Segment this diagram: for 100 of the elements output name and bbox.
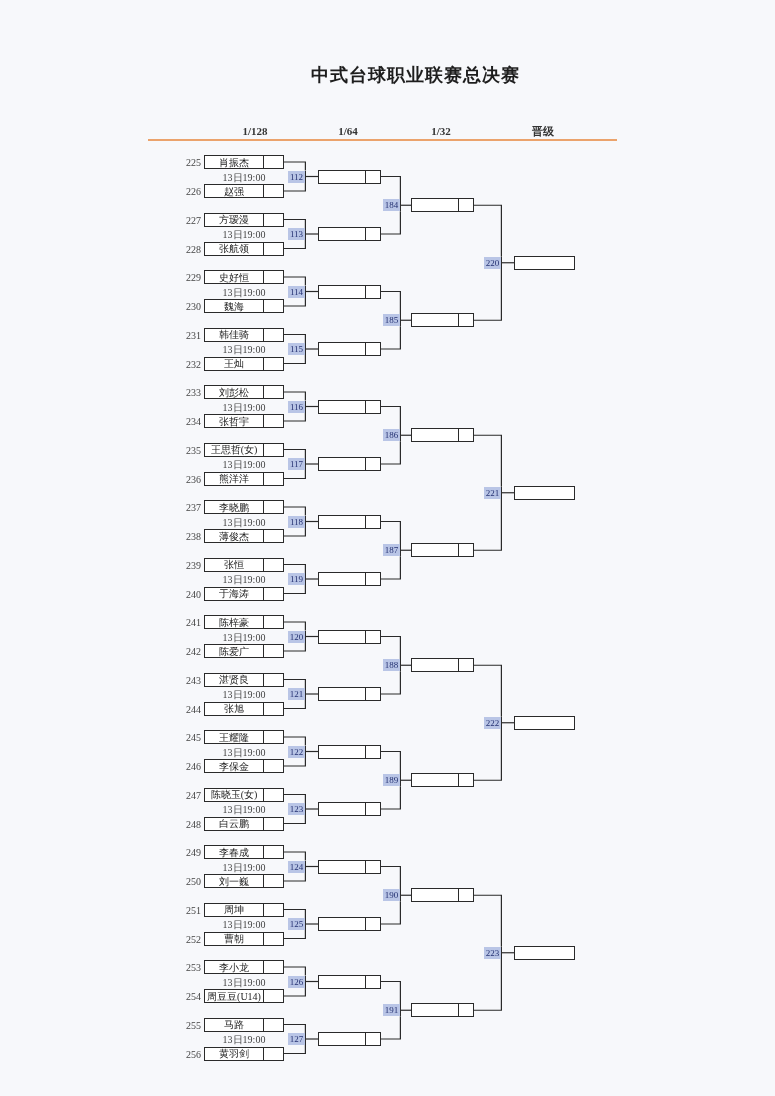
match-time: 13日19:00 bbox=[222, 343, 266, 355]
match-number: 191 bbox=[383, 1004, 401, 1017]
player-box bbox=[204, 960, 284, 974]
bracket-line bbox=[305, 923, 319, 925]
bracket-line bbox=[305, 693, 319, 695]
match-number: 123 bbox=[288, 803, 306, 815]
bracket-line bbox=[380, 670, 401, 695]
bracket-line bbox=[380, 555, 401, 580]
bracket-line bbox=[283, 506, 306, 517]
match-number: 127 bbox=[288, 1033, 306, 1045]
match-number: 122 bbox=[288, 745, 306, 758]
match-number: 124 bbox=[288, 860, 306, 873]
seed-number: 242 bbox=[186, 645, 201, 657]
player-box bbox=[204, 385, 284, 399]
bracket-line bbox=[380, 900, 401, 925]
seed-number: 227 bbox=[186, 214, 201, 225]
player-box bbox=[204, 1046, 284, 1061]
bracket-slot bbox=[514, 485, 575, 500]
bracket-line bbox=[283, 908, 306, 919]
match-time: 13日19:00 bbox=[222, 458, 266, 470]
player-box bbox=[204, 586, 284, 601]
match-time: 13日19:00 bbox=[222, 746, 266, 757]
player-name: 周坤 bbox=[224, 904, 244, 915]
bracket-slot bbox=[411, 658, 474, 673]
seed-number: 250 bbox=[186, 875, 201, 887]
bracket-line bbox=[283, 239, 306, 250]
player-name: 肖振杰 bbox=[219, 156, 249, 168]
player-name: 于海涛 bbox=[219, 588, 249, 599]
bracket-line bbox=[283, 448, 306, 459]
bracket-line bbox=[380, 175, 401, 200]
player-name: 方瑷漫 bbox=[219, 214, 249, 225]
bracket-slot bbox=[318, 342, 381, 356]
player-box bbox=[204, 155, 284, 169]
bracket-slot bbox=[318, 514, 381, 529]
match-number: 223 bbox=[484, 946, 502, 959]
bracket-line bbox=[473, 894, 502, 948]
bracket-line bbox=[305, 233, 319, 235]
player-box bbox=[204, 184, 284, 198]
match-number: 222 bbox=[484, 716, 502, 729]
player-name: 白云鹏 bbox=[219, 818, 249, 829]
bracket-line bbox=[380, 785, 401, 810]
player-box bbox=[204, 787, 284, 802]
player-name: 刘一巍 bbox=[219, 875, 249, 887]
player-box bbox=[204, 299, 284, 313]
player-name: 张航领 bbox=[219, 243, 249, 254]
player-name: 陈晓玉(女) bbox=[210, 789, 258, 800]
player-box bbox=[204, 356, 284, 371]
bracket-slot bbox=[318, 859, 381, 874]
player-name: 魏海 bbox=[224, 300, 244, 312]
bracket-line bbox=[473, 728, 502, 781]
bracket-line bbox=[283, 736, 306, 747]
bracket-slot bbox=[318, 457, 381, 471]
bracket-line bbox=[283, 354, 306, 365]
bracket-slot bbox=[318, 169, 381, 184]
player-box bbox=[204, 212, 284, 227]
player-box bbox=[204, 931, 284, 946]
match-number: 184 bbox=[383, 199, 401, 212]
bracket-line bbox=[283, 986, 306, 997]
match-number: 114 bbox=[288, 285, 306, 298]
bracket-line bbox=[305, 348, 319, 350]
match-time: 13日19:00 bbox=[222, 228, 266, 240]
round-header: 晋级 bbox=[532, 124, 554, 138]
match-time: 13日19:00 bbox=[222, 918, 266, 930]
player-box bbox=[204, 500, 284, 514]
player-name: 薄俊杰 bbox=[219, 530, 249, 542]
player-name: 王思哲(女) bbox=[210, 444, 258, 455]
seed-number: 237 bbox=[186, 501, 201, 513]
bracket-slot bbox=[411, 543, 474, 558]
seed-number: 233 bbox=[186, 386, 201, 398]
seed-number: 248 bbox=[186, 818, 201, 829]
bracket-slot bbox=[318, 687, 381, 701]
player-box bbox=[204, 270, 284, 284]
seed-number: 240 bbox=[186, 588, 201, 599]
bracket-line bbox=[380, 520, 401, 545]
player-box bbox=[204, 902, 284, 917]
seed-number: 228 bbox=[186, 243, 201, 254]
seed-number: 251 bbox=[186, 904, 201, 915]
bracket-line bbox=[283, 181, 306, 192]
bracket-line bbox=[380, 865, 401, 890]
match-number: 221 bbox=[484, 486, 502, 499]
round-header: 1/32 bbox=[431, 124, 451, 138]
player-box bbox=[204, 414, 284, 428]
seed-number: 256 bbox=[186, 1048, 201, 1059]
match-time: 13日19:00 bbox=[222, 1033, 266, 1045]
player-box bbox=[204, 845, 284, 859]
match-number: 121 bbox=[288, 688, 306, 700]
match-time: 13日19:00 bbox=[222, 171, 266, 182]
player-name: 李春成 bbox=[219, 846, 249, 858]
match-number: 120 bbox=[288, 630, 306, 643]
seed-number: 243 bbox=[186, 674, 201, 685]
title: 中式台球职业联赛总决赛 bbox=[310, 64, 520, 86]
player-name: 马路 bbox=[224, 1019, 244, 1030]
player-box bbox=[204, 327, 284, 342]
player-name: 陈爱广 bbox=[219, 645, 249, 657]
bracket-line bbox=[283, 469, 306, 480]
match-time: 13日19:00 bbox=[222, 516, 266, 527]
bracket-line bbox=[380, 750, 401, 775]
seed-number: 230 bbox=[186, 300, 201, 312]
bracket-line bbox=[473, 958, 502, 1011]
bracket-line bbox=[283, 411, 306, 422]
